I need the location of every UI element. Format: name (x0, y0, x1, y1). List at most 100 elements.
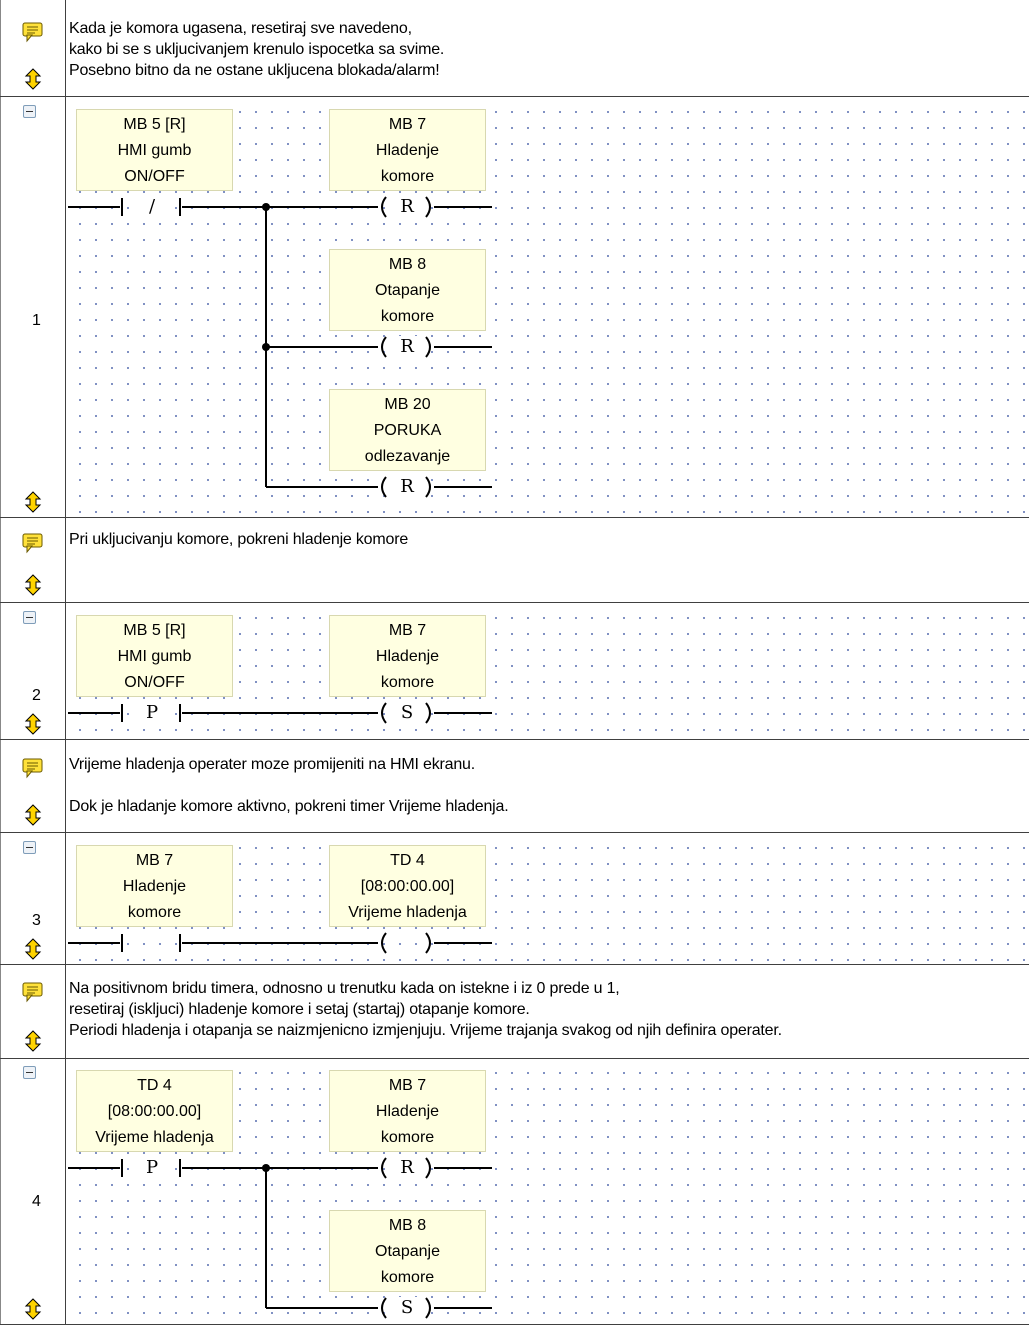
label-line: MB 7 (388, 116, 427, 133)
updown-arrows-icon[interactable] (24, 938, 42, 960)
contact-p[interactable]: P (120, 701, 182, 725)
coil[interactable]: R (378, 195, 434, 219)
left-gutter (0, 0, 66, 1324)
coil[interactable]: S (378, 701, 434, 725)
contact-no[interactable] (120, 931, 182, 955)
updown-arrows-icon[interactable] (24, 804, 42, 826)
coil-label: MB 7 Hladenje komore (329, 615, 486, 697)
collapse-rung-icon[interactable] (23, 841, 36, 854)
wire (266, 1307, 378, 1309)
coil-label: TD 4[08:00:00.00]Vrijeme hladenja (329, 845, 486, 927)
wire (434, 1167, 492, 1169)
collapse-rung-icon[interactable] (23, 611, 36, 624)
wire (434, 942, 492, 944)
label-line: Hladenje (375, 648, 440, 665)
comment-line: kako bi se s ukljucivanjem krenulo ispoc… (69, 41, 445, 58)
label-line: komore (127, 904, 182, 921)
label-line: Hladenje (375, 1103, 440, 1120)
updown-arrows-icon[interactable] (24, 68, 42, 90)
coil[interactable]: S (378, 1296, 434, 1320)
label-line: ON/OFF (124, 674, 185, 691)
label-line: Hladenje (122, 878, 187, 895)
coil-symbol: R (396, 1157, 418, 1179)
label-line: komore (380, 674, 435, 691)
rung-number: 1 (32, 312, 41, 329)
contact-p[interactable]: P (120, 1156, 182, 1180)
comment-text[interactable]: Na positivnom bridu timera, odnosno u tr… (69, 978, 1027, 1041)
updown-arrows-icon[interactable] (24, 713, 42, 735)
label-line: Otapanje (375, 282, 440, 299)
label-line: Vrijeme hladenja (348, 904, 467, 921)
wire (266, 486, 378, 488)
label-line: Hladenje (375, 142, 440, 159)
comment-text[interactable]: Kada je komora ugasena, resetiraj sve na… (69, 18, 1027, 81)
label-line: [08:00:00.00] (107, 1103, 202, 1120)
contact-symbol: / (142, 196, 162, 218)
updown-arrows-icon[interactable] (24, 491, 42, 513)
coil[interactable]: R (378, 475, 434, 499)
label-line: TD 4 (137, 1077, 172, 1094)
contact-label: MB 7 Hladenje komore (76, 845, 233, 927)
label-line: odlezavanje (364, 448, 451, 465)
label-line: MB 5 [R] (123, 116, 186, 133)
label-line: Otapanje (375, 1243, 440, 1260)
contact-symbol: P (142, 702, 162, 724)
updown-arrows-icon[interactable] (24, 574, 42, 596)
wire (265, 1168, 267, 1308)
coil-symbol: R (396, 476, 418, 498)
label-line: komore (380, 1129, 435, 1146)
label-line: MB 7 (388, 1077, 427, 1094)
top-grid-strip (66, 0, 1029, 3)
label-line: MB 8 (388, 256, 427, 273)
comment-line: Dok je hladanje komore aktivno, pokreni … (69, 798, 509, 815)
row-separator (0, 602, 1029, 603)
label-line: MB 7 (135, 852, 174, 869)
row-separator (0, 964, 1029, 965)
label-line: HMI gumb (117, 648, 192, 665)
comment-icon[interactable] (22, 533, 44, 554)
comment-line: Periodi hladenja i otapanja se naizmjeni… (69, 1022, 782, 1039)
label-line: TD 4 (390, 852, 425, 869)
wire (68, 1167, 120, 1169)
comment-text[interactable]: Pri ukljucivanju komore, pokreni hladenj… (69, 529, 1027, 550)
updown-arrows-icon[interactable] (24, 1298, 42, 1320)
wire (434, 206, 492, 208)
comment-icon[interactable] (22, 982, 44, 1003)
coil[interactable]: R (378, 335, 434, 359)
wire (182, 206, 378, 208)
contact-nc[interactable]: / (120, 195, 182, 219)
rung-number: 4 (32, 1193, 41, 1210)
collapse-rung-icon[interactable] (23, 1066, 36, 1079)
coil-symbol: R (396, 336, 418, 358)
label-line: MB 20 (384, 396, 431, 413)
row-separator (0, 832, 1029, 833)
wire (434, 1307, 492, 1309)
comment-line: Vrijeme hladenja operater moze promijeni… (69, 756, 475, 773)
coil[interactable]: R (378, 1156, 434, 1180)
comment-text[interactable]: Vrijeme hladenja operater moze promijeni… (69, 754, 1027, 817)
label-line: komore (380, 1269, 435, 1286)
collapse-rung-icon[interactable] (23, 105, 36, 118)
comment-icon[interactable] (22, 22, 44, 43)
rung-number: 3 (32, 912, 41, 929)
label-line: MB 7 (388, 622, 427, 639)
coil-symbol: R (396, 196, 418, 218)
coil[interactable] (378, 931, 434, 955)
updown-arrows-icon[interactable] (24, 1030, 42, 1052)
row-separator (0, 96, 1029, 97)
label-line: ON/OFF (124, 168, 185, 185)
junction-dot (262, 343, 270, 351)
wire (434, 712, 492, 714)
wire (266, 346, 378, 348)
comment-icon[interactable] (22, 758, 44, 779)
rung-number: 2 (32, 687, 41, 704)
wire (182, 1167, 378, 1169)
comment-line: Na positivnom bridu timera, odnosno u tr… (69, 980, 620, 997)
wire (434, 346, 492, 348)
wire (68, 942, 120, 944)
coil-symbol: S (396, 702, 418, 724)
